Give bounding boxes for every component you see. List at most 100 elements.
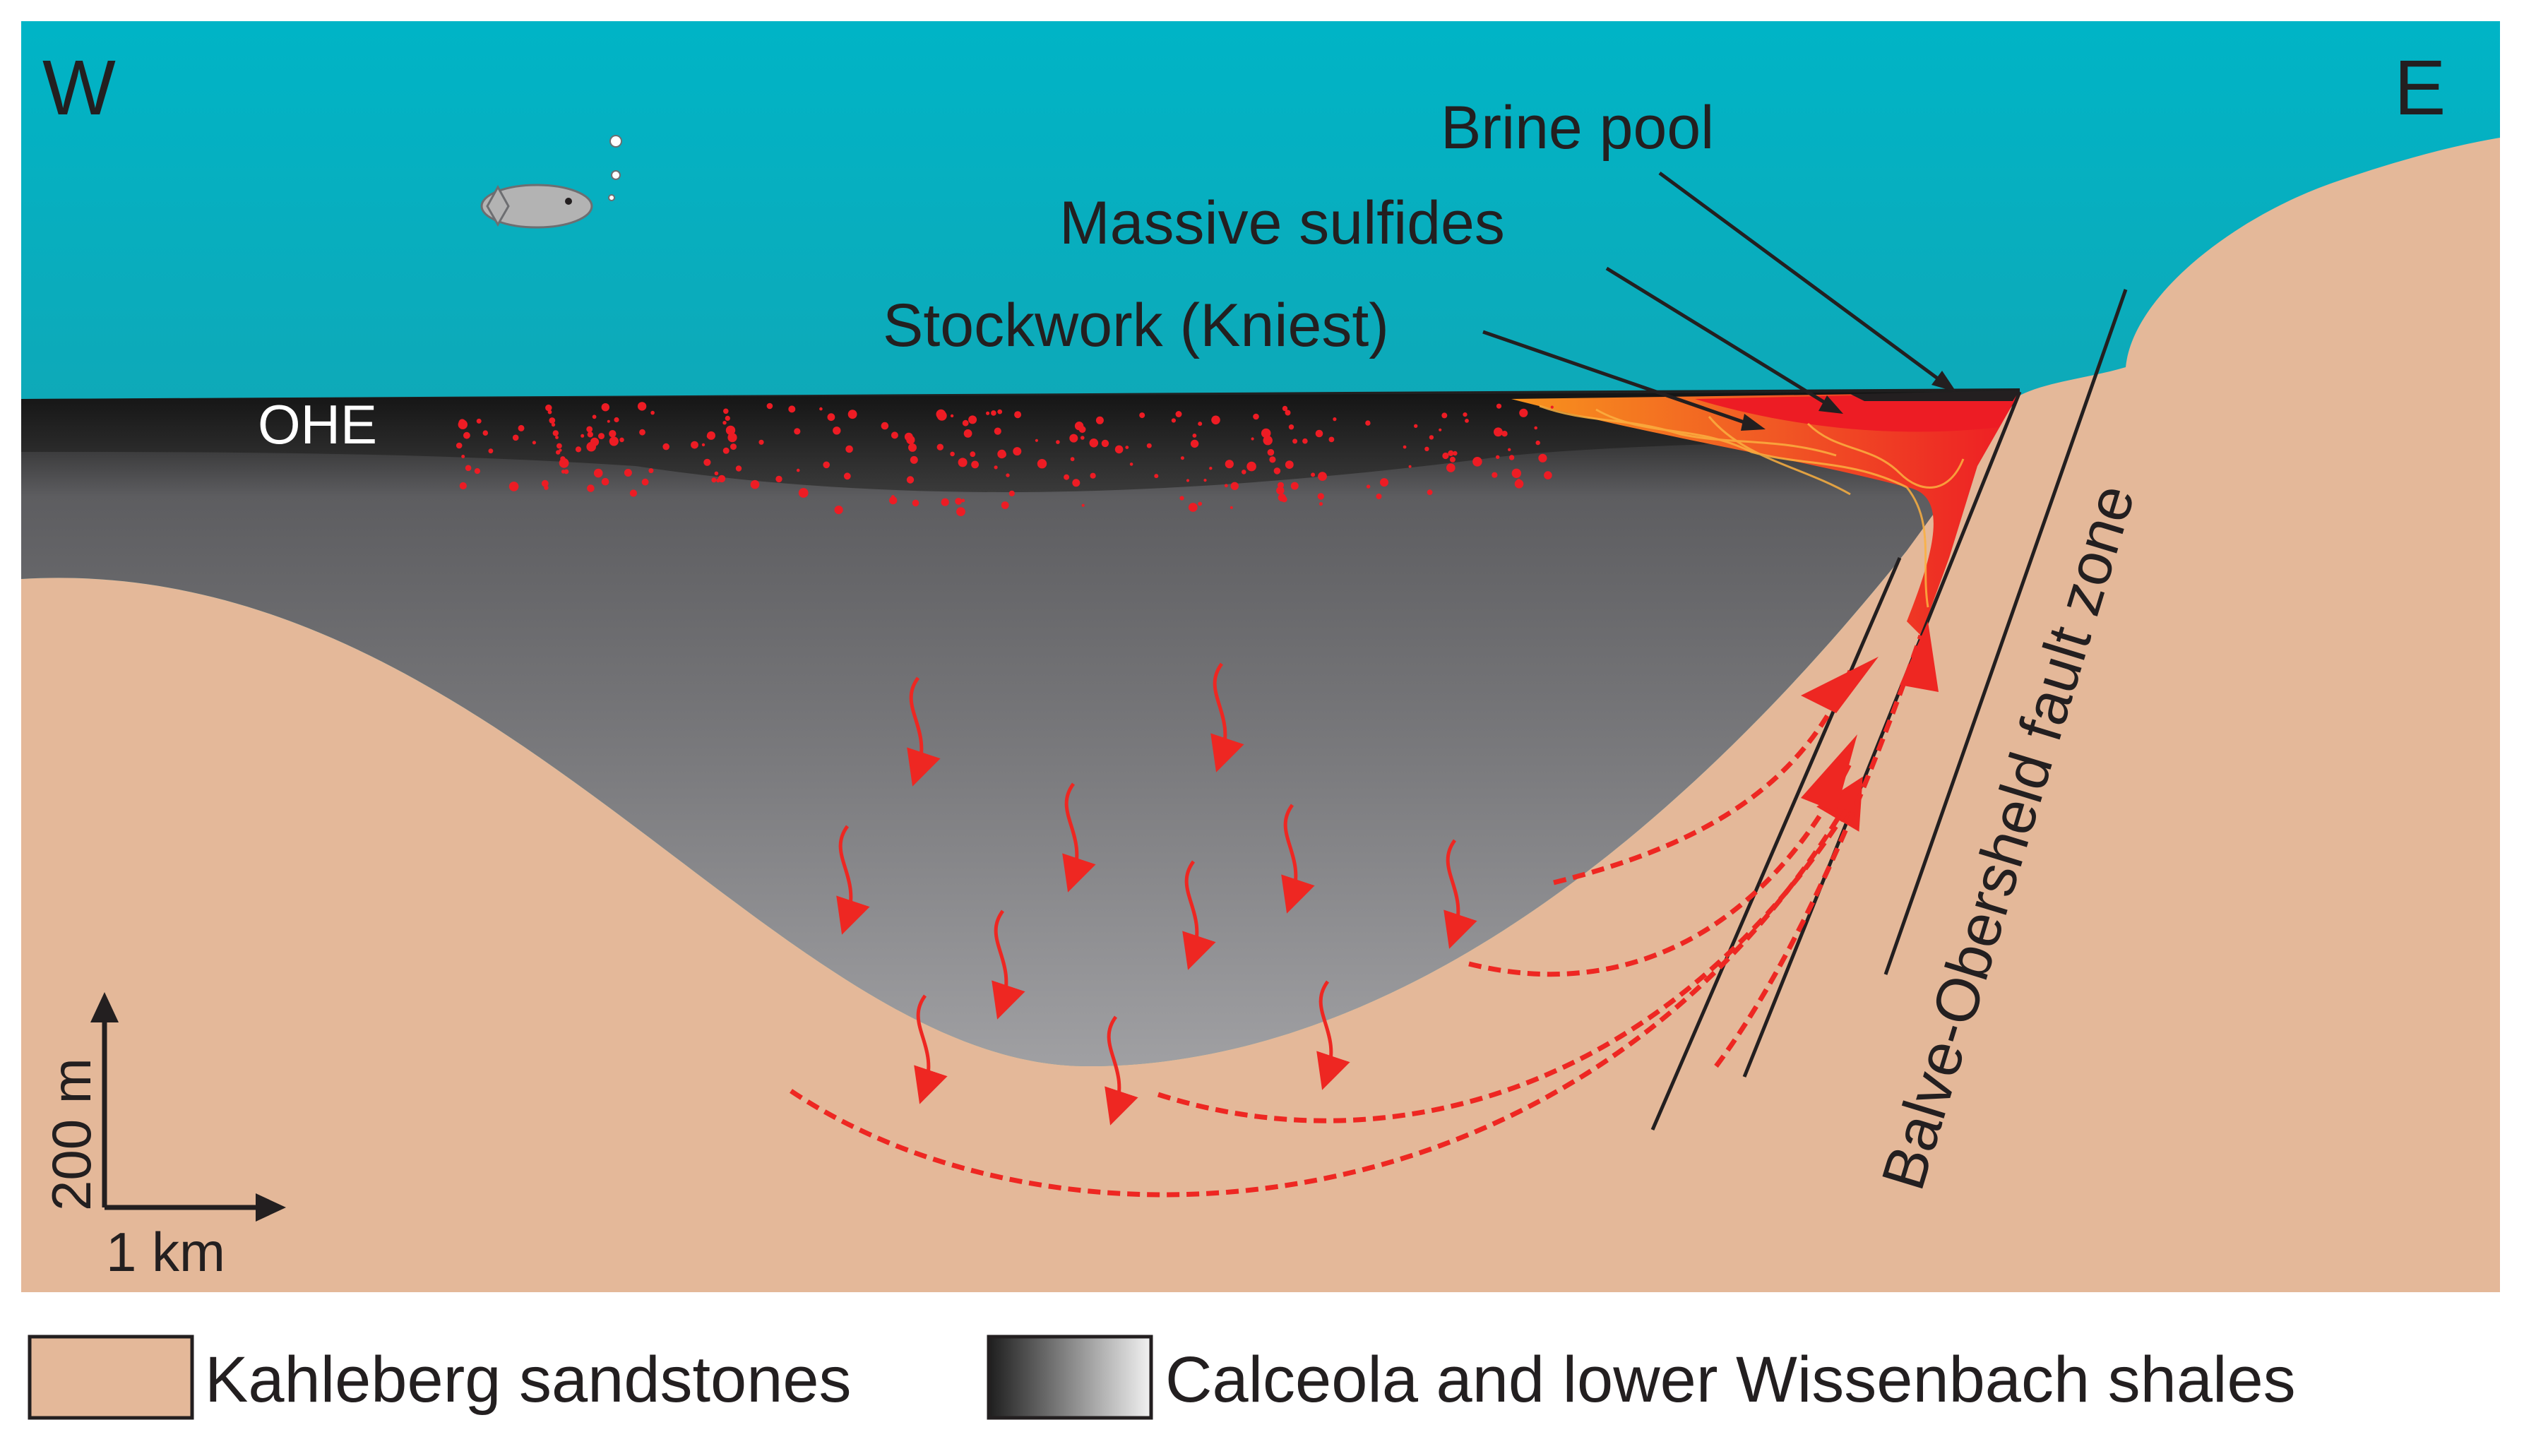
sulfide-dot	[963, 429, 972, 438]
legend-swatch-sandstone	[28, 1335, 194, 1420]
sulfide-dot	[1192, 434, 1197, 438]
legend-label-sandstone: Kahleberg sandstones	[205, 1344, 852, 1416]
sulfide-dot	[703, 458, 711, 466]
sulfide-dot	[881, 422, 889, 430]
sulfide-dot	[906, 435, 915, 445]
sulfide-dot	[912, 499, 919, 507]
sulfide-dot	[1224, 484, 1228, 488]
sulfide-dot	[1429, 435, 1434, 440]
sulfide-dot	[725, 425, 736, 436]
sulfide-dot	[1508, 448, 1511, 451]
sulfide-dot	[476, 418, 482, 424]
sulfide-dot	[1180, 456, 1184, 460]
sulfide-dot	[891, 431, 898, 439]
fluid-flow-arrow-icon	[914, 994, 948, 1104]
brine-pool-label: Brine pool	[1441, 94, 1714, 162]
scale-vertical-label: 200 m	[40, 1058, 102, 1211]
sulfide-dot	[1190, 439, 1199, 448]
sulfide-dot	[1494, 427, 1503, 437]
sulfide-dot	[1424, 446, 1429, 451]
sulfide-dot	[1302, 438, 1308, 444]
downward-fluid-arrows	[836, 662, 1477, 1126]
sulfide-dot	[458, 419, 468, 429]
sulfide-dot	[798, 488, 809, 498]
bubble-icon	[608, 135, 622, 201]
sulfide-dot	[559, 448, 562, 452]
sulfide-dot	[1380, 478, 1388, 487]
sulfide-dot	[968, 415, 977, 424]
sulfide-dot	[1269, 456, 1276, 463]
sulfide-dot	[587, 431, 593, 438]
sulfide-dot	[598, 433, 605, 440]
sulfide-dot	[1511, 468, 1521, 478]
sulfide-dot	[1013, 447, 1022, 456]
sulfide-dot	[555, 436, 559, 439]
sulfide-dot	[910, 455, 918, 464]
sulfide-dot	[1125, 446, 1129, 449]
sulfide-dot	[1186, 479, 1190, 482]
sulfide-dot	[1267, 448, 1275, 456]
sulfide-dot	[1317, 493, 1325, 500]
sulfide-dot	[1154, 474, 1159, 479]
fluid-flow-arrow-icon	[1105, 1015, 1138, 1126]
sulfide-dot	[718, 475, 726, 483]
sulfide-dot	[1129, 463, 1133, 466]
sulfide-dot	[463, 431, 470, 439]
fluid-flow-arrow-icon	[836, 825, 870, 935]
sulfide-dot	[1074, 422, 1084, 431]
sulfide-dot	[474, 468, 481, 475]
ore-body	[1511, 392, 2020, 635]
brine-pool	[1850, 390, 2020, 401]
sulfide-dot	[750, 479, 760, 489]
sulfide-dot	[970, 451, 976, 458]
sulfide-dot	[461, 455, 465, 458]
sulfide-dot	[847, 410, 857, 419]
leader-lines	[1482, 171, 1951, 429]
fluid-flow-arrow-icon	[992, 909, 1025, 1020]
sulfide-dot	[1453, 450, 1458, 456]
sulfide-dot	[586, 426, 593, 433]
sulfide-dot	[614, 417, 619, 423]
sulfide-dot	[1446, 463, 1456, 472]
sulfide-dot	[1535, 440, 1540, 446]
legend: Kahleberg sandstones Calceola and lower …	[28, 1335, 2296, 1420]
sulfide-dot	[1251, 437, 1254, 441]
sulfide-dot	[1081, 503, 1085, 507]
sulfide-dot	[955, 498, 963, 505]
sulfide-dot	[609, 436, 619, 446]
fluid-flow-arrow-icon	[1062, 782, 1096, 893]
sulfide-dot	[711, 477, 717, 483]
sulfide-dot	[1014, 411, 1022, 419]
sulfide-dot	[730, 443, 737, 450]
sulfide-dot	[843, 472, 851, 480]
sulfide-dot	[722, 421, 727, 425]
legend-swatch-shale	[987, 1335, 1153, 1420]
leader-arrowheads	[1741, 371, 1956, 431]
fluid-flow-arrow-icon	[907, 676, 941, 787]
stockwork-veins	[1539, 405, 1965, 608]
sulfide-dot	[714, 471, 719, 476]
sulfide-dot	[1089, 438, 1099, 448]
sulfide-dot	[650, 410, 655, 415]
sulfide-dot	[735, 465, 742, 472]
sulfide-dot	[607, 419, 610, 423]
fish-icon	[480, 184, 593, 229]
sulfide-dot	[827, 413, 835, 422]
sulfide-dot	[1246, 461, 1256, 472]
sulfide-dot	[1448, 450, 1454, 457]
sulfide-dot	[1175, 411, 1182, 417]
sulfide-dot	[556, 443, 562, 449]
fluid-flow-arrow-icon	[1281, 804, 1315, 914]
sulfide-dot	[1276, 487, 1285, 495]
sulfide-dot	[834, 506, 843, 515]
sulfide-dot	[727, 433, 737, 443]
sulfide-dot	[1496, 403, 1502, 409]
sulfide-dot	[1463, 412, 1468, 417]
sulfide-dot	[639, 429, 645, 436]
sulfide-dot	[641, 478, 649, 486]
sulfide-dot	[1146, 443, 1152, 448]
sulfide-dot	[1318, 472, 1327, 481]
fluid-flow-arrow-icon	[1210, 662, 1244, 772]
shale-basin	[21, 388, 2020, 1066]
sulfide-dot	[766, 402, 773, 410]
